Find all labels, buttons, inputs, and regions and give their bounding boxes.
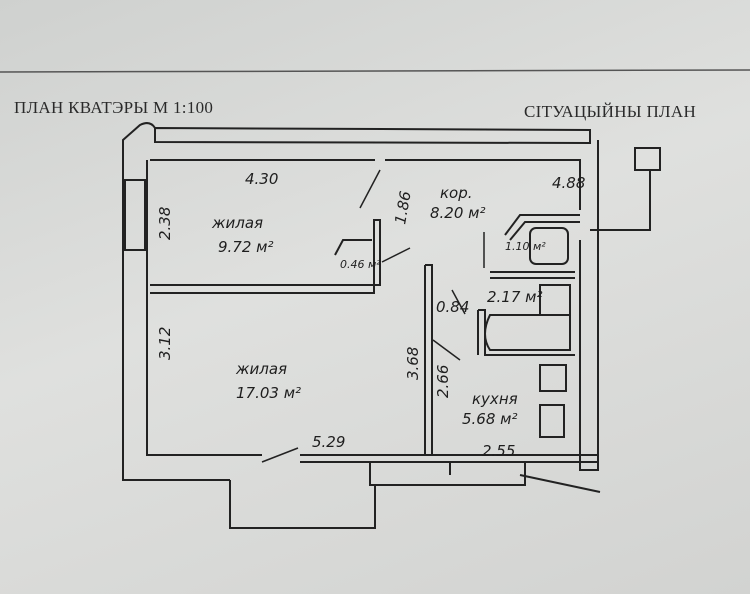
bath-area: 2.17 м² [487, 288, 543, 306]
dim-room2-depth: 3.12 [156, 327, 174, 360]
door-swings [261, 169, 485, 463]
room2-area: 17.03 м² [236, 384, 301, 402]
dim-room1-width: 4.30 [245, 170, 278, 188]
dim-partition: 3.68 [404, 347, 422, 380]
dim-site: 4.88 [552, 174, 585, 192]
room2-name: жилая [235, 360, 287, 378]
dim-kitchen-depth: 2.66 [434, 365, 452, 398]
plan-title: ПЛАН КВАТЭРЫ М 1:100 [14, 98, 214, 117]
kitchen-area: 5.68 м² [462, 410, 518, 428]
corridor-name: кор. [440, 184, 473, 202]
room1-area: 9.72 м² [218, 238, 274, 256]
dim-room1-depth: 2.38 [156, 207, 174, 240]
top-rule [0, 69, 750, 73]
site-plan-title: СІТУАЦЫЙНЫ ПЛАН [524, 102, 697, 121]
dim-corridor-length: 1.86 [391, 190, 415, 226]
corridor-area: 8.20 м² [430, 204, 486, 222]
dim-door: 0.84 [436, 298, 469, 316]
closet-area: 0.46 м² [340, 258, 381, 271]
dim-kitchen-width: 2.55 [482, 442, 515, 460]
dim-room2-width: 5.29 [312, 433, 345, 451]
kitchen-name: кухня [472, 390, 518, 408]
toilet-area: 1.10 м² [505, 240, 546, 253]
room1-name: жилая [211, 214, 263, 232]
walls [122, 122, 661, 529]
